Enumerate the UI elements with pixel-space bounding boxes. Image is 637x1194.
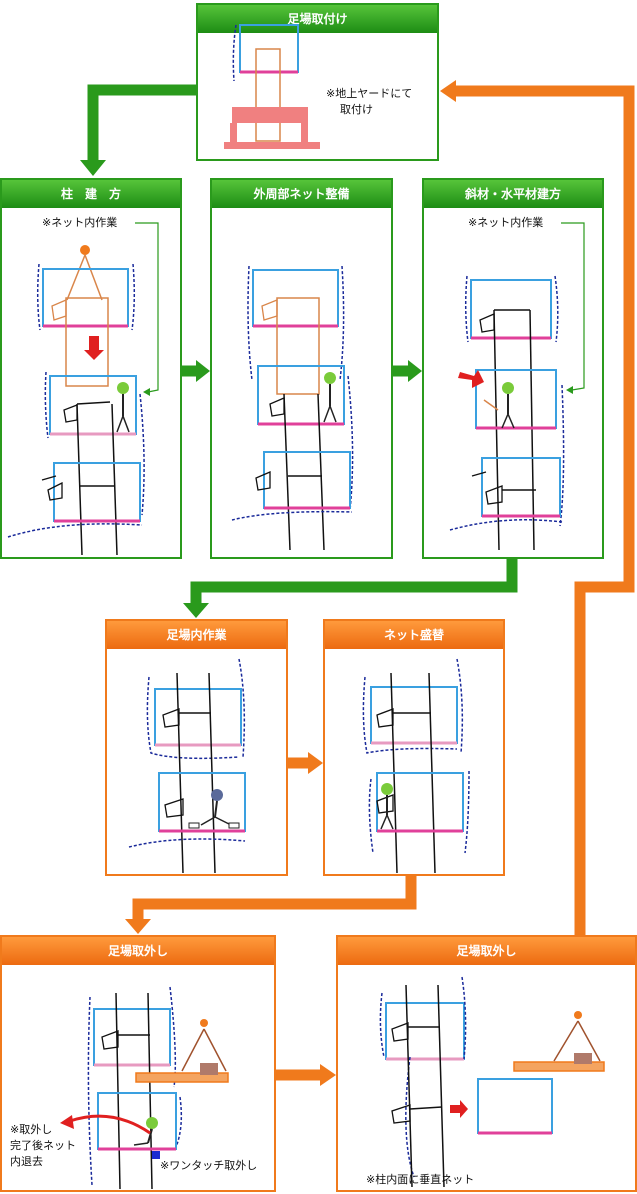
step-6-illustration (362, 658, 470, 874)
step-4-illustration (449, 222, 585, 551)
connector-7-8-head (320, 1064, 336, 1086)
step-4-panel: 斜材・水平材建方 ※ネット内作業 (422, 178, 604, 559)
step-2-panel: 柱 建 方 ※ネット内作業 (0, 178, 182, 559)
step-4-title: 斜材・水平材建方 (424, 180, 602, 208)
step-7-left-note-line-1: ※取外し (10, 1123, 53, 1136)
step-6-title: ネット盛替 (325, 621, 503, 649)
step-4-note: ※ネット内作業 (468, 216, 544, 229)
step-2-illustration (7, 222, 159, 556)
step-2-note: ※ネット内作業 (42, 216, 118, 229)
red-right-arrow-icon (450, 1100, 468, 1118)
red-down-arrow-icon (84, 336, 104, 360)
worker-icon (502, 382, 514, 394)
step-3-title: 外周部ネット整備 (212, 180, 391, 208)
worker-icon (324, 372, 336, 384)
connector-2-3-head (196, 360, 210, 382)
crane-hook-icon (80, 245, 90, 255)
step-1-illustration (224, 24, 320, 149)
step-6-panel: ネット盛替 (323, 619, 505, 876)
worker-icon (117, 382, 129, 394)
connector-1-2 (87, 84, 196, 162)
step-5-panel: 足場内作業 (105, 619, 288, 876)
worker-icon (211, 789, 223, 801)
connector-3-4-head (408, 360, 422, 382)
step-3-illustration (231, 265, 354, 551)
step-8-panel: 足場取外し ※柱内面に垂直ネット (336, 935, 637, 1192)
connector-5-6-head (308, 752, 323, 774)
step-7-illustration (60, 986, 229, 1190)
worker-icon (146, 1117, 158, 1129)
step-1-title: 足場取付け (198, 5, 437, 33)
connector-4-5 (190, 558, 518, 604)
connector-6-7-head (125, 919, 151, 934)
red-curved-arrow-icon (69, 1114, 151, 1135)
crane-hook-icon (574, 1011, 582, 1019)
connector-8-1-head (440, 80, 456, 102)
step-7-panel: 足場取外し ※取外し 完了後ネット 内退去 ※ワンタッチ取外し (0, 935, 276, 1192)
step-7-bottom-note: ※ワンタッチ取外し (160, 1159, 258, 1172)
crane-hook-icon (200, 1019, 208, 1027)
step-7-left-note-line-2: 完了後ネット (10, 1139, 76, 1152)
red-right-arrow-icon (458, 370, 484, 388)
connector-6-7 (132, 876, 417, 920)
step-5-title: 足場内作業 (107, 621, 286, 649)
step-8-title: 足場取外し (338, 937, 635, 965)
connector-4-5-head (183, 603, 209, 618)
step-2-title: 柱 建 方 (2, 180, 180, 208)
step-1-panel: 足場取付け ※地上ヤードにて 取付け (196, 3, 439, 161)
connector-1-2-head (80, 160, 106, 176)
step-7-title: 足場取外し (2, 937, 274, 965)
step-7-left-note-line-3: 内退去 (10, 1155, 43, 1168)
step-5-illustration (128, 658, 246, 874)
step-8-note: ※柱内面に垂直ネット (366, 1173, 475, 1186)
connector-8-1 (454, 85, 635, 936)
worker-icon (381, 783, 393, 795)
one-touch-clip-icon (152, 1151, 160, 1159)
step-8-illustration (379, 976, 605, 1188)
step-1-note-line-2: 取付け (340, 103, 373, 116)
step-1-note-line-1: ※地上ヤードにて (326, 87, 413, 100)
step-3-panel: 外周部ネット整備 (210, 178, 393, 559)
